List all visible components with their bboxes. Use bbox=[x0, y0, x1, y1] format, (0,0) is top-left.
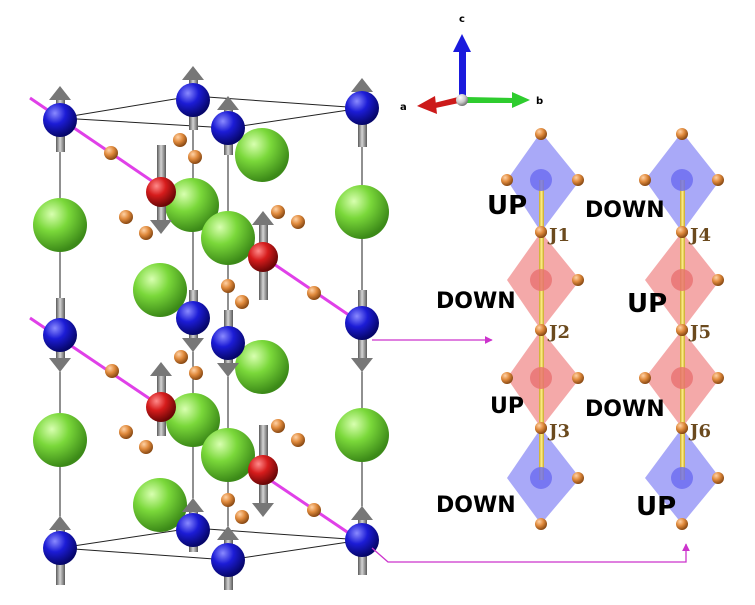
large-atom bbox=[133, 478, 187, 532]
axis-label-b: b bbox=[536, 96, 543, 107]
coupling-label: J5 bbox=[688, 322, 711, 343]
oxygen-atom bbox=[119, 425, 133, 439]
blue-atom bbox=[43, 531, 77, 565]
oxygen-atom bbox=[139, 440, 153, 454]
large-atom bbox=[335, 185, 389, 239]
blue-atom bbox=[345, 523, 379, 557]
b-axis-arrow bbox=[466, 92, 530, 108]
blue-atom bbox=[211, 111, 245, 145]
blue-atom bbox=[176, 513, 210, 547]
oxygen-atom bbox=[139, 226, 153, 240]
large-atom bbox=[201, 428, 255, 482]
coupling-label: J3 bbox=[547, 421, 570, 442]
spin-label: UP bbox=[636, 492, 676, 522]
large-atom bbox=[201, 211, 255, 265]
coupling-label: J1 bbox=[547, 225, 570, 246]
red-atom bbox=[248, 242, 278, 272]
spin-chain-2: DOWN UP DOWN UP J4 J5 J6 bbox=[585, 128, 724, 530]
spin-label: UP bbox=[490, 394, 524, 419]
red-atom bbox=[146, 392, 176, 422]
large-atoms bbox=[33, 128, 389, 532]
oxygen-atom bbox=[307, 503, 321, 517]
oxygen-atom bbox=[174, 350, 188, 364]
metal-site bbox=[530, 269, 552, 291]
oxygen-atom bbox=[271, 419, 285, 433]
large-atom bbox=[33, 413, 87, 467]
metal-site bbox=[530, 467, 552, 489]
spin-label: UP bbox=[627, 289, 667, 319]
blue-atoms bbox=[43, 83, 379, 577]
oxygen-atom bbox=[291, 215, 305, 229]
oxygen-atom bbox=[307, 286, 321, 300]
metal-site bbox=[671, 367, 693, 389]
coupling-label: J6 bbox=[688, 421, 711, 442]
c-axis-arrow bbox=[453, 34, 471, 98]
blue-atom bbox=[211, 326, 245, 360]
red-atom bbox=[248, 455, 278, 485]
blue-atom bbox=[176, 83, 210, 117]
large-atom bbox=[133, 263, 187, 317]
red-atoms bbox=[146, 177, 278, 485]
oxygen-atoms bbox=[104, 133, 321, 524]
spin-label: DOWN bbox=[436, 289, 516, 314]
spin-chain-1: UP DOWN UP DOWN J1 J2 J3 bbox=[436, 128, 584, 530]
oxygen-atom bbox=[235, 510, 249, 524]
oxygen-atom bbox=[271, 205, 285, 219]
spin-label: DOWN bbox=[436, 493, 516, 518]
unit-cell-structure bbox=[29, 66, 690, 590]
large-atom bbox=[335, 408, 389, 462]
blue-atom bbox=[43, 103, 77, 137]
oxygen-atom bbox=[104, 146, 118, 160]
spin-label: UP bbox=[487, 191, 527, 221]
oxygen-atom bbox=[221, 279, 235, 293]
red-atom bbox=[146, 177, 176, 207]
large-atom bbox=[33, 198, 87, 252]
axis-triad: c a b bbox=[400, 14, 543, 114]
oxygen-atom bbox=[235, 295, 249, 309]
large-atom bbox=[235, 128, 289, 182]
spin-label: DOWN bbox=[585, 198, 665, 223]
oxygen-atom bbox=[189, 366, 203, 380]
metal-site bbox=[671, 467, 693, 489]
a-axis-arrow bbox=[417, 96, 459, 114]
blue-atom bbox=[43, 318, 77, 352]
blue-atom bbox=[345, 306, 379, 340]
spin-label: DOWN bbox=[585, 397, 665, 422]
oxygen-atom bbox=[173, 133, 187, 147]
blue-atom bbox=[345, 91, 379, 125]
oxygen-atom bbox=[105, 364, 119, 378]
coupling-label: J4 bbox=[688, 225, 711, 246]
unit-cell-edges bbox=[59, 95, 363, 561]
large-atom bbox=[235, 340, 289, 394]
coupling-sites bbox=[535, 226, 688, 434]
large-atom bbox=[166, 393, 220, 447]
oxygen-atom bbox=[291, 433, 305, 447]
metal-site bbox=[530, 169, 552, 191]
metal-site bbox=[671, 269, 693, 291]
oxygen-atom bbox=[221, 493, 235, 507]
oxygen-atom bbox=[119, 210, 133, 224]
axis-label-c: c bbox=[459, 14, 465, 25]
metal-site bbox=[530, 367, 552, 389]
blue-atom bbox=[211, 543, 245, 577]
coupling-label: J2 bbox=[547, 322, 570, 343]
large-atom bbox=[165, 178, 219, 232]
axis-label-a: a bbox=[400, 102, 407, 113]
oxygen-atom bbox=[188, 150, 202, 164]
connector-arrows bbox=[371, 336, 690, 563]
blue-atom bbox=[176, 301, 210, 335]
metal-site bbox=[671, 169, 693, 191]
axis-origin bbox=[456, 94, 468, 106]
